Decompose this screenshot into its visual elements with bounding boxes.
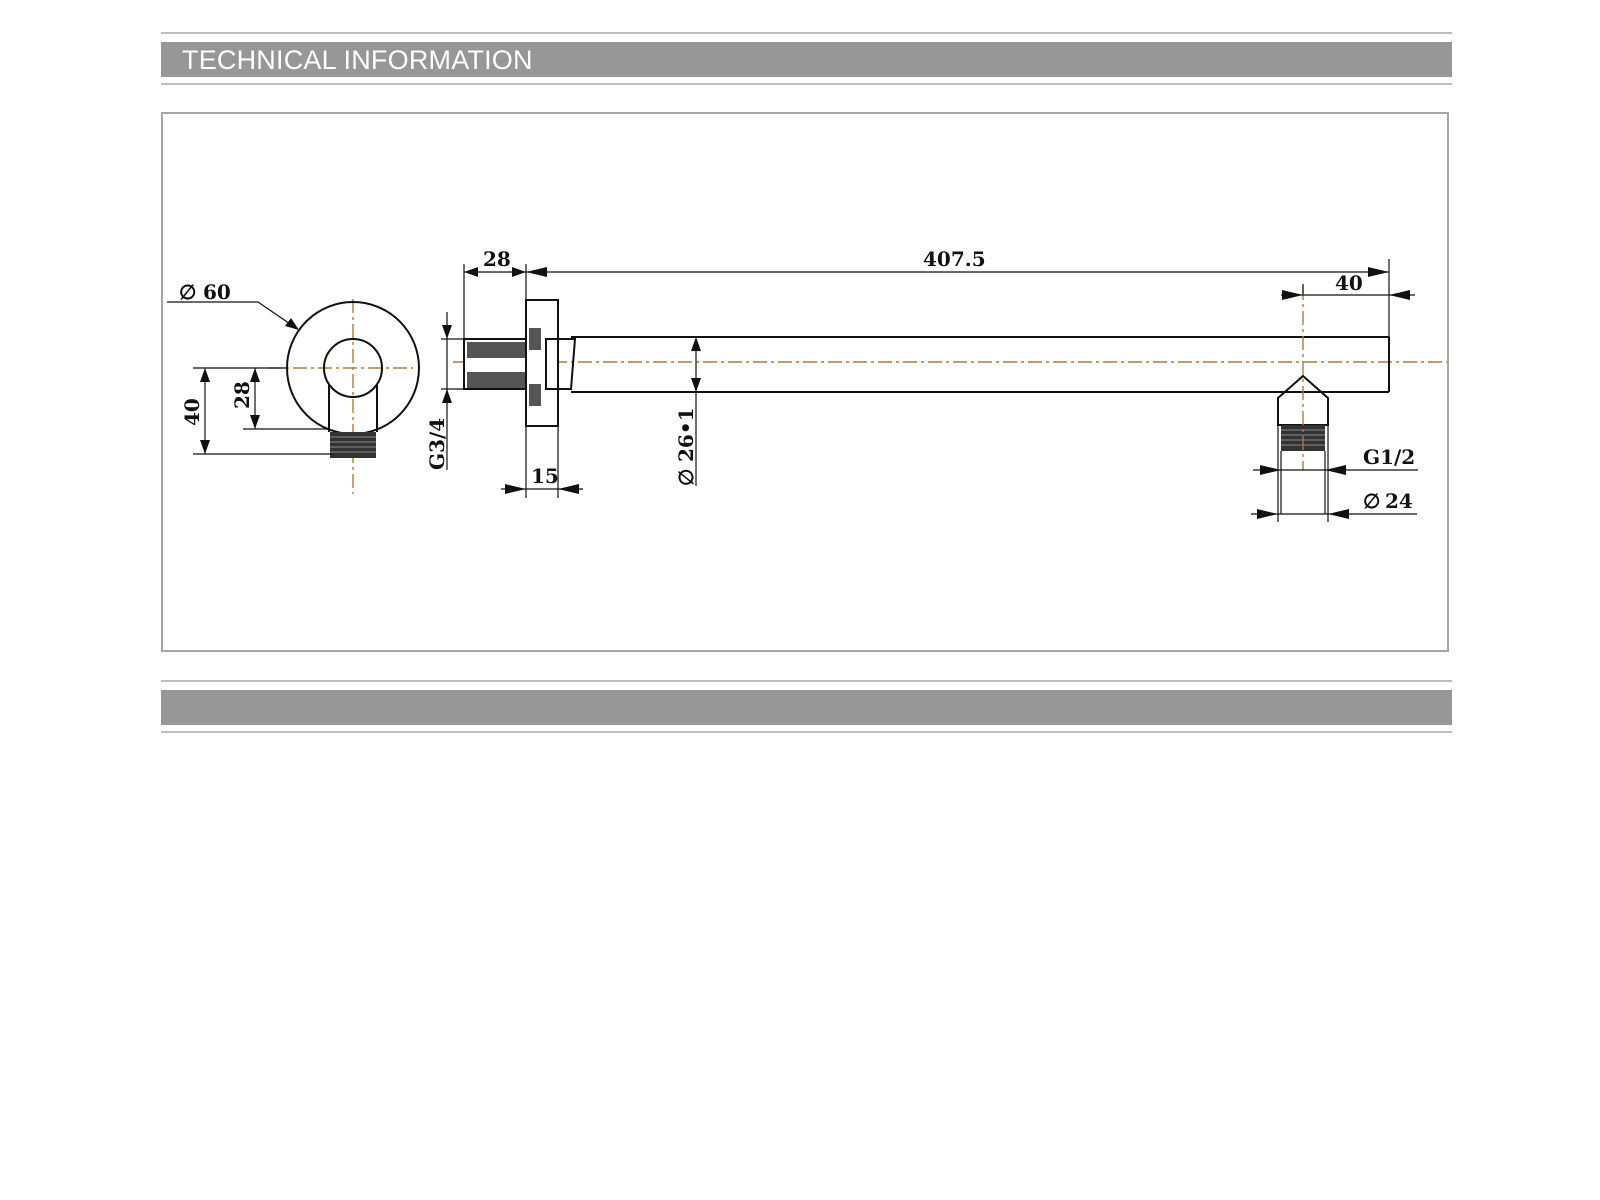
section-title: TECHNICAL INFORMATION [182,45,533,75]
dim-outlet-diameter: 24 [1385,489,1413,513]
footer-header-bar [161,690,1452,725]
technical-drawing: ∅ 60 40 28 [167,247,1447,522]
technical-drawing-frame: ∅ 60 40 28 [161,112,1449,652]
side-flange-plate [525,299,559,427]
side-flange-screw-bottom [529,384,541,406]
inlet-thread-top [467,342,541,358]
arm-nut [545,338,577,390]
dim-outlet-offset: 40 [1335,271,1363,295]
dim-collar-length: 28 [483,247,511,271]
arm-outlet-body [1277,374,1329,426]
side-view: 28 407.5 40 G3/4 1 [425,247,1447,522]
section-header-bar: TECHNICAL INFORMATION [161,42,1452,77]
dim-flange-diameter: 60 [203,280,231,304]
inlet-thread-bottom [467,372,541,388]
dim-inlet-thread: G3/4 [425,418,449,470]
dim-outlet-thread: G1/2 [1363,445,1415,469]
front-outlet-thread [330,432,376,458]
side-flange-screw-top [529,328,541,350]
dim-diameter-60-symbol: ∅ [179,280,196,304]
dim-arm-diameter: 26•1 [674,407,698,462]
footer-top-rule [161,680,1452,682]
header-top-rule [161,32,1452,34]
dim-diameter-symbol-outlet: ∅ [1363,489,1380,513]
header-bottom-rule [161,83,1452,85]
diameter-60-arrow [285,318,299,330]
dim-arm-length: 407.5 [923,247,986,271]
flange-inner-circle [323,338,383,398]
dim-diameter-symbol-arm: ∅ [674,469,698,486]
footer-bottom-rule [161,731,1452,733]
front-view: ∅ 60 40 28 [167,280,420,494]
dim-flange-height-40: 40 [180,398,204,426]
dim-flange-height-28: 28 [230,381,254,409]
dim-flange-width: 15 [531,464,559,488]
